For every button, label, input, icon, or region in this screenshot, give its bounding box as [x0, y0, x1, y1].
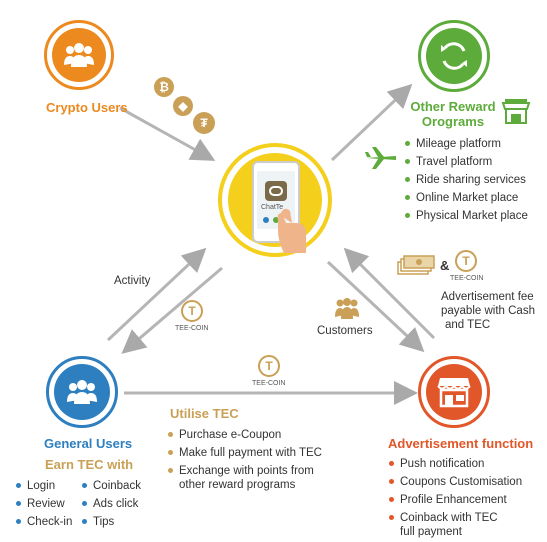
list-item: Profile Enhancement [389, 491, 522, 509]
arrow-advert-to-center [343, 247, 436, 340]
arrow-center-to-rewards [330, 83, 413, 162]
list-item: Tips [82, 513, 141, 531]
arrow-center-to-general [121, 266, 223, 354]
list-item: Login [16, 477, 72, 495]
crypto-users-node [44, 20, 114, 90]
list-item: Coinback [82, 477, 141, 495]
list-item: Purchase e-Coupon [168, 426, 322, 444]
other-rewards-title: Other Reward Orograms [410, 99, 496, 129]
list-item: Push notification [389, 455, 522, 473]
customers-label: Customers [317, 325, 373, 337]
list-item: Review [16, 495, 72, 513]
ampersand: & [440, 258, 450, 273]
shop-icon [501, 99, 531, 124]
list-item: Physical Market place [405, 207, 528, 225]
chat-bubble-icon [265, 181, 287, 201]
hand-icon [277, 208, 306, 253]
ethereum-coin-icon: ◆ [173, 96, 193, 116]
general-users-node [46, 356, 118, 428]
tec-coin-caption: TEE-COIN [252, 380, 286, 387]
center-app-node: ChatTe [218, 143, 332, 257]
earn-list-right: Coinback Ads click Tips [82, 477, 141, 531]
list-item: Mileage platform [405, 135, 528, 153]
storefront-icon [437, 378, 471, 408]
crypto-users-title: Crypto Users [46, 100, 128, 115]
other-rewards-list: Mileage platform Travel platform Ride sh… [405, 135, 528, 225]
advert-list: Push notification Coupons Customisation … [389, 455, 522, 539]
arrow-crypto-to-center [119, 106, 216, 161]
list-item: Travel platform [405, 153, 528, 171]
customers-group-icon [335, 298, 359, 319]
app-label: ChatTe [261, 204, 284, 211]
list-item: Coupons Customisation [389, 473, 522, 491]
tec-coin-caption: TEE-COIN [450, 275, 484, 282]
ad-fee-text: Advertisement fee payable with Cash and … [441, 291, 535, 331]
earn-list-left: Login Review Check-in [16, 477, 72, 531]
list-item: Check-in [16, 513, 72, 531]
activity-label: Activity [114, 275, 151, 287]
other-rewards-node [418, 20, 490, 92]
advert-title: Advertisement function [388, 436, 534, 451]
airplane-icon [365, 147, 396, 169]
tec-coin-caption: TEE-COIN [175, 325, 209, 332]
phone-frame: ChatTe [252, 161, 300, 243]
utilise-list: Purchase e-Coupon Make full payment with… [168, 426, 322, 492]
tec-coin-icon: T [455, 250, 477, 272]
users-group-icon [64, 43, 94, 67]
tec-coin-icon: T [258, 355, 280, 377]
list-item: Online Market place [405, 189, 528, 207]
bitcoin-coin-icon: ₿ [154, 77, 174, 97]
tether-coin-icon: ₮ [193, 112, 215, 134]
arrow-general-to-center [106, 247, 207, 342]
advert-node [418, 356, 490, 428]
utilise-tec-title: Utilise TEC [170, 406, 239, 421]
list-item: Ads click [82, 495, 141, 513]
earn-tec-title: Earn TEC with [45, 457, 134, 472]
list-item: Ride sharing services [405, 171, 528, 189]
arrow-center-to-advert [326, 260, 425, 353]
list-item: Make full payment with TEC [168, 444, 322, 462]
general-users-title: General Users [44, 436, 133, 451]
users-group-icon [67, 380, 97, 404]
refresh-cycle-icon [441, 42, 467, 70]
tec-coin-icon: T [181, 300, 203, 322]
cash-icon [397, 255, 435, 275]
